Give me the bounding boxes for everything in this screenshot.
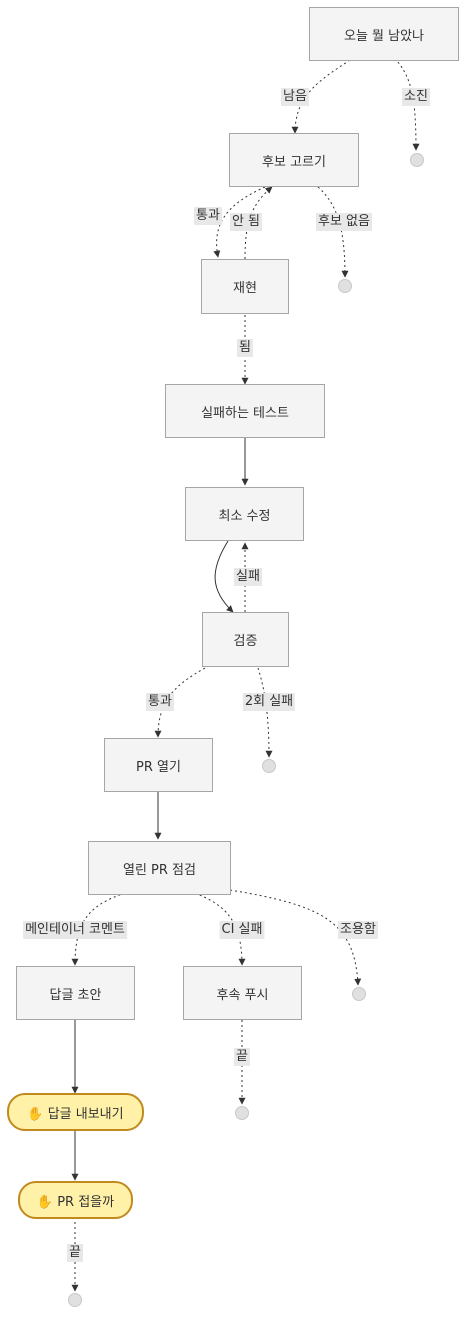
edge-reproduce-to-pick (244, 186, 273, 260)
end-push-terminal (235, 1106, 249, 1120)
node-export-reply[interactable]: ✋ 답글 내보내기 (7, 1093, 144, 1131)
label-maintainer-comment: 메인테이너 코멘트 (23, 921, 127, 939)
node-reproduce[interactable]: 재현 (201, 259, 289, 314)
end-fail-twice-terminal (262, 759, 276, 773)
edge-exhausted (397, 61, 420, 151)
node-verify[interactable]: 검증 (202, 612, 289, 667)
edge-check-to-draft (71, 892, 126, 966)
edge-no-candidate (317, 186, 349, 278)
node-minimal-fix[interactable]: 최소 수정 (185, 487, 304, 541)
label-not-work: 안 됨 (229, 213, 263, 231)
label-remaining: 남음 (281, 88, 309, 106)
node-draft-reply[interactable]: 답글 초안 (16, 966, 135, 1020)
node-close-pr[interactable]: ✋ PR 접을까 (18, 1181, 133, 1219)
label-fail: 실패 (234, 568, 262, 586)
node-remaining[interactable]: 오늘 뭘 남았나 (309, 7, 459, 61)
label-end-push: 끝 (234, 1048, 250, 1066)
label-pass-2: 통과 (146, 693, 174, 711)
node-failing-test[interactable]: 실패하는 테스트 (165, 384, 325, 438)
label-no-candidate: 후보 없음 (316, 213, 372, 231)
edge-remaining-to-pick (291, 59, 351, 134)
label-quiet: 조용함 (338, 921, 378, 939)
node-follow-push[interactable]: 후속 푸시 (183, 966, 302, 1020)
edge-fail-twice (257, 667, 273, 758)
label-end-close: 끝 (67, 1244, 83, 1262)
end-quiet-terminal (352, 987, 366, 1001)
label-pass-1: 통과 (194, 207, 222, 225)
end-no-candidate-terminal (338, 279, 352, 293)
edge-fix-to-verify (214, 540, 234, 613)
label-fail-twice: 2회 실패 (242, 693, 296, 711)
edge-pick-to-reproduce (213, 186, 266, 258)
label-ci-fail: CI 실패 (219, 921, 265, 939)
label-works: 됨 (237, 339, 253, 357)
node-check-prs[interactable]: 열린 PR 점검 (88, 841, 231, 895)
end-exhausted-terminal (410, 153, 424, 167)
node-pick-candidate[interactable]: 후보 고르기 (229, 133, 359, 187)
node-open-pr[interactable]: PR 열기 (104, 738, 213, 792)
edge-check-to-push (194, 892, 246, 966)
label-exhausted: 소진 (402, 88, 430, 106)
edge-quiet (229, 889, 362, 986)
end-close-terminal (68, 1293, 82, 1307)
